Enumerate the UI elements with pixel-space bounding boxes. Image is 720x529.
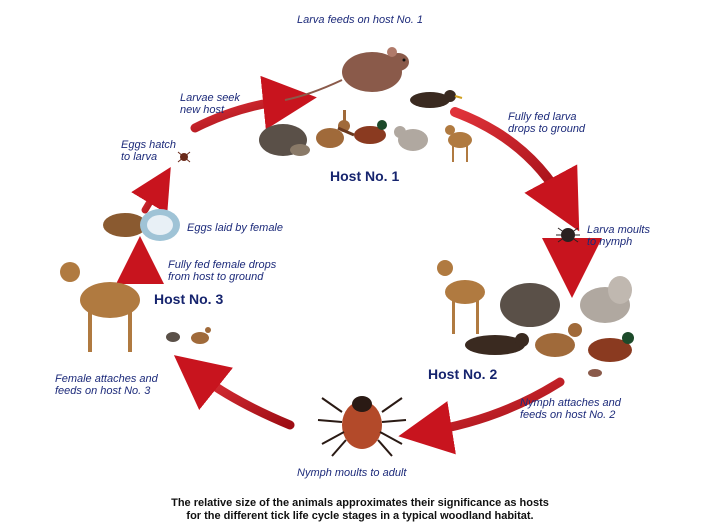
hedgehog-icon-host2: [500, 283, 560, 327]
hedgehog-icon: [259, 124, 310, 156]
pheasant-icon: [337, 120, 387, 144]
mouse-icon: [284, 47, 409, 101]
host3-animals: [60, 262, 211, 352]
label-larvae-seek-line1: Larvae seek: [180, 92, 240, 104]
label-larva-feeds: Larva feeds on host No. 1: [297, 14, 423, 26]
adult-tick-icon: [317, 396, 407, 457]
host1-animals: [259, 90, 472, 162]
deer-icon-host2: [437, 260, 485, 334]
squirrel-icon-host2: [580, 276, 632, 323]
hare-icon: [316, 110, 350, 148]
label-fully-fed-larva-line1: Fully fed larva: [508, 111, 577, 123]
label-larva-moults-line1: Larva moults: [587, 224, 650, 236]
label-eggs-laid: Eggs laid by female: [187, 222, 283, 234]
deer-icon-host3: [60, 262, 140, 352]
egg-mass-icon: [103, 209, 180, 241]
arrow-eggs-up: [131, 166, 171, 214]
moulting-larva-icon: [556, 227, 580, 243]
label-larvae-seek-line2: new host: [180, 104, 225, 116]
label-fully-fed-larva-line2: drops to ground: [508, 123, 586, 135]
label-nymph-attaches-line1: Nymph attaches and: [520, 397, 621, 409]
arrow-adult-to-host3: [173, 355, 295, 430]
label-larva-moults-line2: to nymph: [587, 236, 633, 248]
squirrel-icon: [394, 126, 428, 151]
host2-title: Host No. 2: [428, 366, 498, 382]
larva-tick-icon: [177, 151, 191, 163]
caption-line2: for the different tick life cycle stages…: [186, 510, 534, 522]
host1-title: Host No. 1: [330, 168, 400, 184]
blackbird-icon: [410, 90, 463, 108]
hare-icon-host2: [535, 323, 582, 357]
hare-icon-host3: [191, 327, 211, 344]
hedgehog-icon-host3: [166, 332, 180, 342]
deer-fawn-icon: [445, 125, 472, 162]
label-female-drops-line2: from host to ground: [168, 271, 264, 283]
host2-animals: [437, 260, 634, 377]
label-female-attaches-line1: Female attaches and: [55, 373, 158, 385]
arrow-host2-to-adult: [398, 377, 565, 455]
label-eggs-hatch-line2: to larva: [121, 151, 158, 163]
pheasant-icon-host2: [588, 332, 634, 362]
label-female-drops-line1: Fully fed female drops: [168, 259, 277, 271]
mouse-icon-host2: [588, 369, 602, 377]
figure-caption: The relative size of the animals approxi…: [0, 497, 720, 523]
caption-line1: The relative size of the animals approxi…: [171, 497, 549, 509]
label-nymph-moults: Nymph moults to adult: [297, 467, 407, 479]
label-eggs-hatch-line1: Eggs hatch: [121, 139, 177, 151]
host3-title: Host No. 3: [154, 291, 224, 307]
label-female-attaches-line2: feeds on host No. 3: [55, 385, 151, 397]
arrow-host1-down: [450, 107, 580, 232]
arrow-to-host1: [190, 75, 317, 133]
cycle-arrows: [116, 75, 602, 455]
blackbird-icon-host2: [465, 333, 529, 355]
label-nymph-attaches-line2: feeds on host No. 2: [520, 409, 616, 421]
